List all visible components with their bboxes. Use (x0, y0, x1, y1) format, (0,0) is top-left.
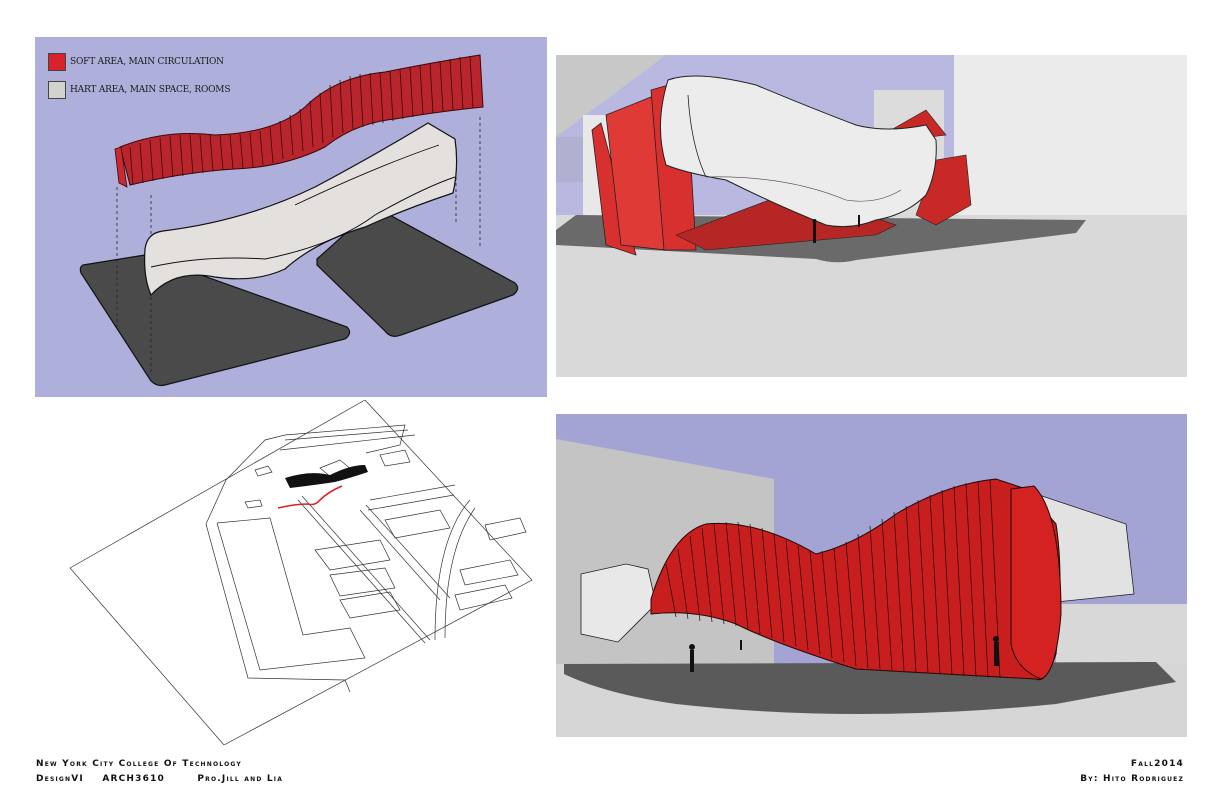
footer-course-info: New York City College Of Technology Desi… (36, 757, 297, 787)
legend: SOFT AREA, MAIN CIRCULATION HART AREA, M… (48, 52, 230, 108)
professors: Pro.Jill and Lia (197, 774, 284, 784)
legend-item-hart-area: HART AREA, MAIN SPACE, ROOMS (48, 80, 230, 100)
site-plan-illustration (69, 400, 533, 745)
legend-item-soft-area: SOFT AREA, MAIN CIRCULATION (48, 52, 230, 72)
red-swatch-icon (48, 53, 66, 71)
legend-label: HART AREA, MAIN SPACE, ROOMS (70, 85, 231, 95)
diagram-illustration (79, 54, 519, 387)
author: By: Hito Rodriguez (1080, 774, 1184, 784)
footer-author-info: Fall2014 By: Hito Rodriguez (1080, 757, 1184, 787)
course-line: DesignVI ARCH3610 Pro.Jill and Lia (36, 772, 297, 787)
school-name: New York City College Of Technology (36, 759, 242, 769)
perspective-render-side (556, 414, 1187, 737)
course-name: DesignVI (36, 774, 84, 784)
term: Fall2014 (1130, 759, 1184, 769)
site-plan-drawing (40, 400, 550, 745)
exploded-axonometric-diagram: SOFT AREA, MAIN CIRCULATION HART AREA, M… (35, 37, 547, 397)
course-code: ARCH3610 (102, 774, 166, 784)
perspective-render-front (556, 55, 1187, 377)
render-front-illustration (556, 55, 1187, 377)
legend-label: SOFT AREA, MAIN CIRCULATION (70, 57, 224, 67)
grey-swatch-icon (48, 81, 66, 99)
render-side-illustration (556, 414, 1187, 737)
